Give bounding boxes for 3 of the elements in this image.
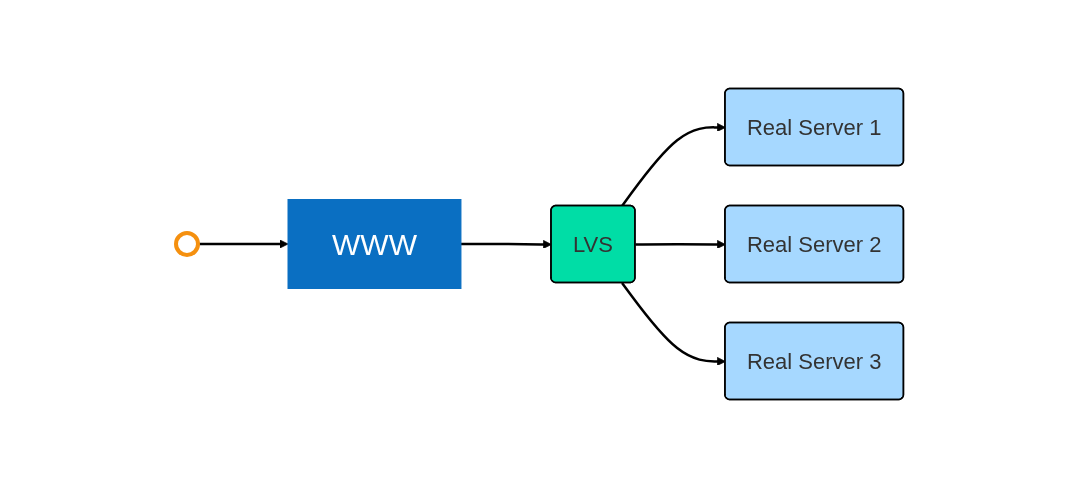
node-box: WWW <box>287 199 462 289</box>
node-person <box>174 231 201 257</box>
arrow <box>198 239 289 249</box>
